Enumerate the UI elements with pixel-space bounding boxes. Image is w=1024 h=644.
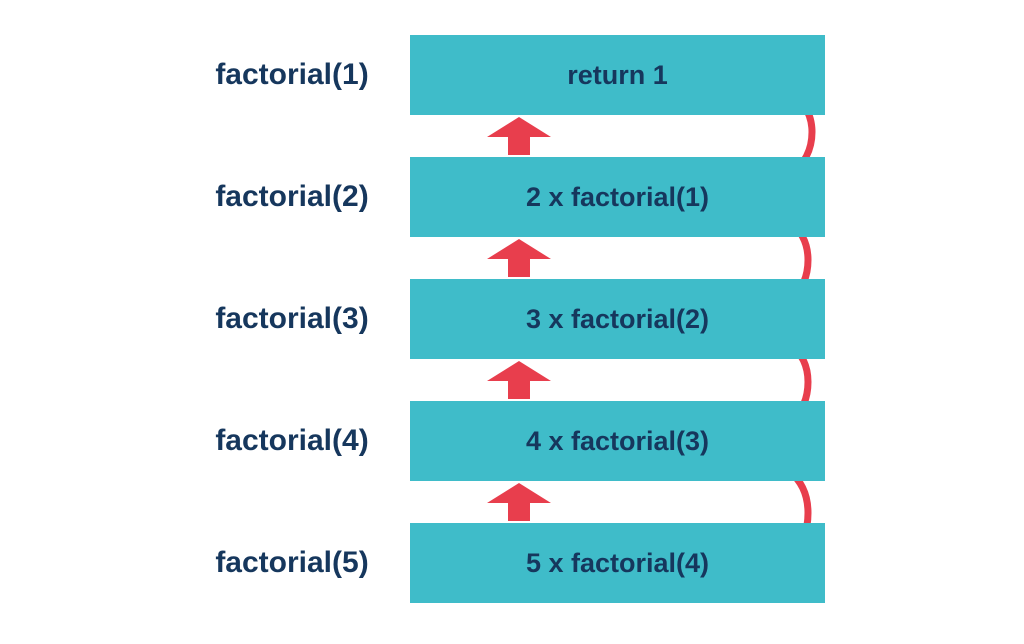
frame-label: factorial(1) (215, 58, 369, 91)
frame-label: factorial(5) (215, 546, 369, 579)
up-arrow-icon (487, 483, 551, 521)
stack-frame-box: 2 x factorial(1) (410, 157, 825, 237)
frame-expression: 4 x factorial(3) (525, 425, 710, 456)
frame-label: factorial(2) (215, 180, 369, 213)
frame-label: factorial(4) (215, 424, 369, 457)
frame-expression: 5 x factorial(4) (525, 547, 710, 578)
frame-expression: 2 x factorial(1) (525, 181, 710, 212)
frame-expression: return 1 (567, 59, 668, 90)
frame-expression: 3 x factorial(2) (525, 303, 710, 334)
up-arrow-icon (487, 117, 551, 155)
up-arrow-icon (487, 239, 551, 277)
up-arrow-icon (487, 361, 551, 399)
stack-frame-box: 3 x factorial(2) (410, 279, 825, 359)
stack-frame-box: 5 x factorial(4) (410, 523, 825, 603)
frame-label: factorial(3) (215, 302, 369, 335)
stack-frame-box: return 1 (410, 35, 825, 115)
stack-frame-box: 4 x factorial(3) (410, 401, 825, 481)
